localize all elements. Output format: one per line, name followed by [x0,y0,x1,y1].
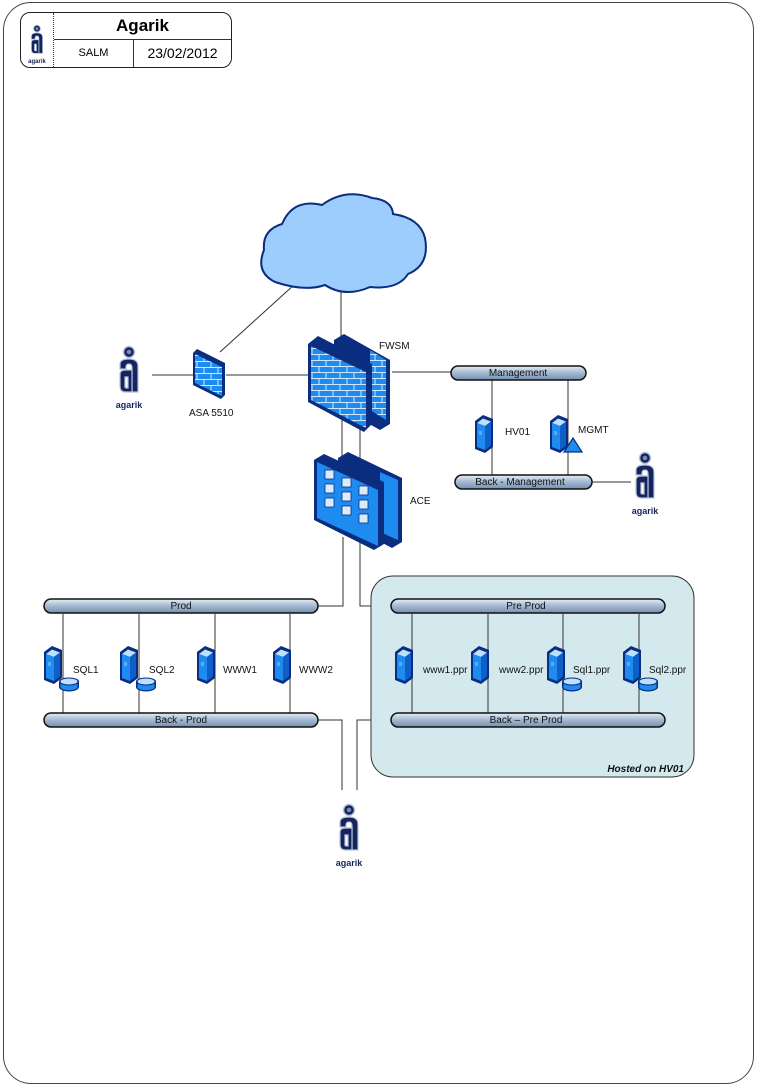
page-border [3,2,754,1084]
preprod-server-sql1: Sql1.ppr [546,645,611,692]
title-block: agarik Agarik SALM 23/02/2012 [20,12,232,68]
server-icon [546,645,566,685]
bus-prod: Prod [43,598,319,614]
database-icon [638,677,658,692]
link-asa-cloud [219,283,296,353]
svg-text:Prod: Prod [170,601,191,612]
svg-text:Management: Management [489,368,548,379]
document-title: Agarik [54,13,231,40]
svg-text:www2.ppr: www2.ppr [498,665,544,676]
prod-server-www1: WWW1 [196,645,257,685]
database-icon [136,677,156,692]
fwsm-firewall-icon [308,334,390,432]
svg-text:agarik: agarik [116,400,144,410]
server-icon [196,645,216,685]
svg-text:WWW2: WWW2 [299,665,333,676]
prod-server-sql1: SQL1 [43,645,99,692]
agarik-logo-bottom: agarik [336,803,364,868]
prod-server-sql2: SQL2 [119,645,175,692]
preprod-server-www2: www2.ppr [470,645,544,685]
database-icon [59,677,79,692]
bus-back-prod: Back - Prod [43,712,319,728]
asa-firewall-icon [193,349,225,399]
svg-text:agarik: agarik [632,506,660,516]
title-block-logo: agarik [21,13,54,67]
hosted-zone-label: Hosted on HV01 [607,764,684,775]
server-icon [119,645,139,685]
svg-text:agarik: agarik [336,858,364,868]
document-date: 23/02/2012 [147,45,218,61]
hv01-label: HV01 [505,427,530,438]
svg-text:SQL1: SQL1 [73,665,99,676]
server-icon [394,645,414,685]
bus-back-management: Back - Management [454,474,593,490]
svg-text:Sql2.ppr: Sql2.ppr [649,665,687,676]
prod-server-links [62,614,291,714]
ace-label: ACE [410,496,431,507]
bus-pre-prod: Pre Prod [390,598,666,614]
prod-server-www2: WWW2 [272,645,333,685]
svg-text:WWW1: WWW1 [223,665,257,676]
preprod-server-www1: www1.ppr [394,645,468,685]
svg-text:www1.ppr: www1.ppr [422,665,468,676]
mgmt-label: MGMT [578,425,609,436]
server-icon [470,645,490,685]
server-icon [43,645,63,685]
svg-text:Back - Prod: Back - Prod [155,715,207,726]
fwsm-label: FWSM [379,341,410,352]
preprod-server-sql2: Sql2.ppr [622,645,687,692]
bus-management: Management [450,365,587,381]
internet-cloud-icon [260,193,427,293]
svg-text:agarik: agarik [28,59,46,65]
server-icon [272,645,292,685]
agarik-logo-right: agarik [632,451,660,516]
mgmt-server-icon [549,414,569,454]
svg-text:Back – Pre Prod: Back – Pre Prod [490,715,563,726]
hv01-server-icon [474,414,494,454]
asa-label: ASA 5510 [189,408,234,419]
svg-text:Sql1.ppr: Sql1.ppr [573,665,611,676]
link-backprod-logo [318,719,343,790]
bus-back-pre-prod: Back – Pre Prod [390,712,666,728]
svg-text:SQL2: SQL2 [149,665,175,676]
mgmt-warning-icon [562,436,584,453]
agarik-logo-left: agarik [116,345,144,410]
svg-text:Back - Management: Back - Management [475,477,565,488]
database-icon [562,677,582,692]
server-icon [622,645,642,685]
svg-text:Pre Prod: Pre Prod [506,601,545,612]
document-author: SALM [54,40,134,67]
link-ace-prod [318,537,344,607]
ace-load-balancer-icon [314,452,402,550]
agarik-logo-icon [30,24,44,54]
